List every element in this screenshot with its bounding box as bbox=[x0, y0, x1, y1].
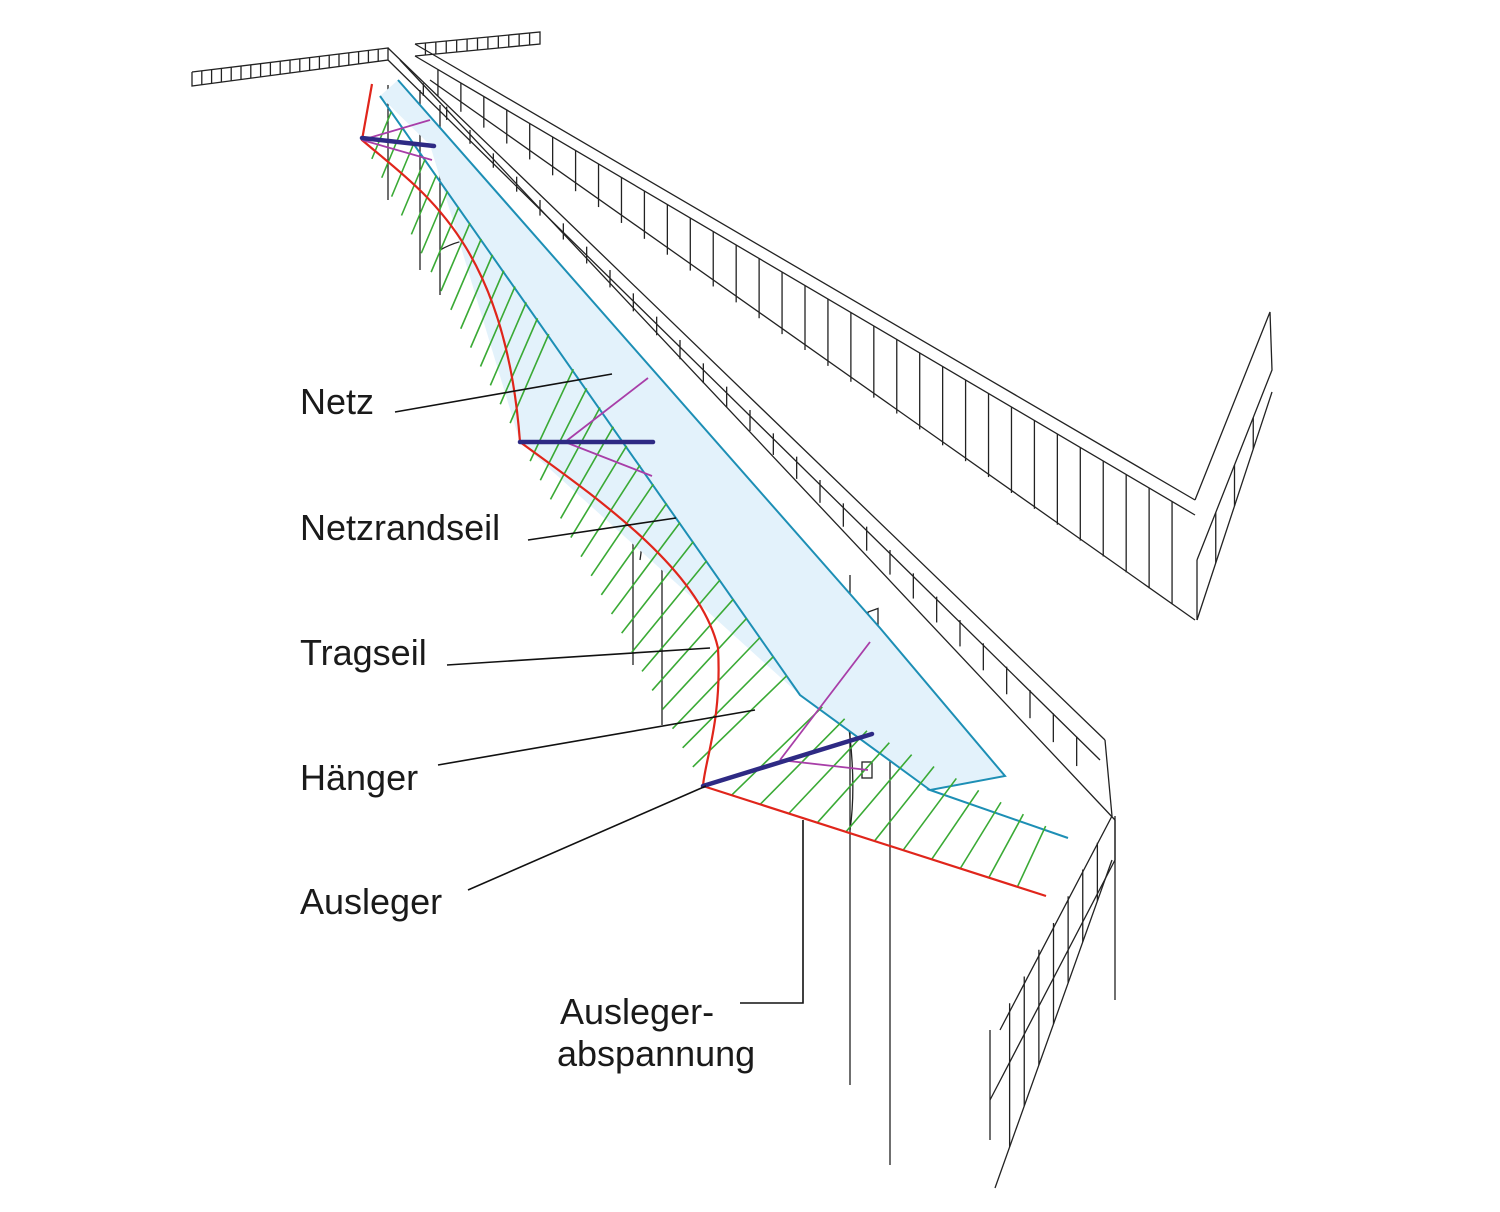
label-netzrandseil: Netzrandseil bbox=[300, 507, 500, 548]
label-auslegerabspannung-2: abspannung bbox=[557, 1033, 755, 1074]
booms bbox=[359, 135, 875, 789]
label-auslegerabspannung-1: Ausleger- bbox=[560, 991, 714, 1032]
label-haenger: Hänger bbox=[300, 757, 418, 798]
label-ausleger: Ausleger bbox=[300, 881, 442, 922]
boom-bracing bbox=[361, 119, 871, 771]
net-surface bbox=[380, 80, 1005, 790]
hangers bbox=[371, 111, 1047, 888]
label-tragseil: Tragseil bbox=[300, 632, 427, 673]
leader-lines bbox=[394, 373, 804, 1004]
label-netz: Netz bbox=[300, 381, 374, 422]
net-edge-rope bbox=[379, 79, 1069, 839]
carrying-rope bbox=[360, 83, 1047, 898]
